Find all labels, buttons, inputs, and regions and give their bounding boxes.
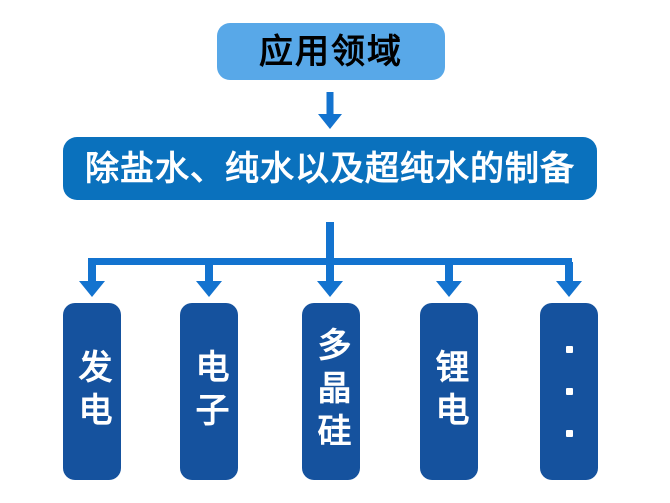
branch-rail-line	[88, 258, 572, 265]
ellipsis-dot	[565, 388, 573, 395]
branch-node-label: 锂电	[430, 348, 468, 435]
branch-node-label: 多晶硅	[312, 327, 350, 456]
branch-arrow-4	[436, 262, 462, 297]
branch-node-more	[540, 303, 598, 480]
branch-node-electronics: 电子	[180, 303, 238, 480]
branch-node-polysilicon: 多晶硅	[302, 303, 360, 480]
process-node-water-preparation: 除盐水、纯水以及超纯水的制备	[63, 137, 597, 200]
branch-node-power-generation: 发电	[63, 303, 121, 480]
branch-arrow-1	[79, 262, 105, 297]
vertical-ellipsis-icon	[565, 346, 573, 437]
arrow-root-to-process	[318, 92, 342, 129]
branch-arrow-5	[556, 262, 582, 297]
branch-arrow-3	[317, 262, 343, 297]
ellipsis-dot	[565, 346, 573, 353]
branch-node-label: 电子	[190, 348, 228, 435]
process-to-rail-stub	[326, 222, 334, 262]
root-node-application-fields: 应用领域	[217, 23, 445, 80]
ellipsis-dot	[565, 430, 573, 437]
branch-arrow-2	[196, 262, 222, 297]
branch-node-label: 发电	[73, 348, 111, 435]
root-node-label: 应用领域	[259, 32, 403, 71]
process-node-label: 除盐水、纯水以及超纯水的制备	[85, 149, 575, 188]
branch-node-lithium-battery: 锂电	[420, 303, 478, 480]
